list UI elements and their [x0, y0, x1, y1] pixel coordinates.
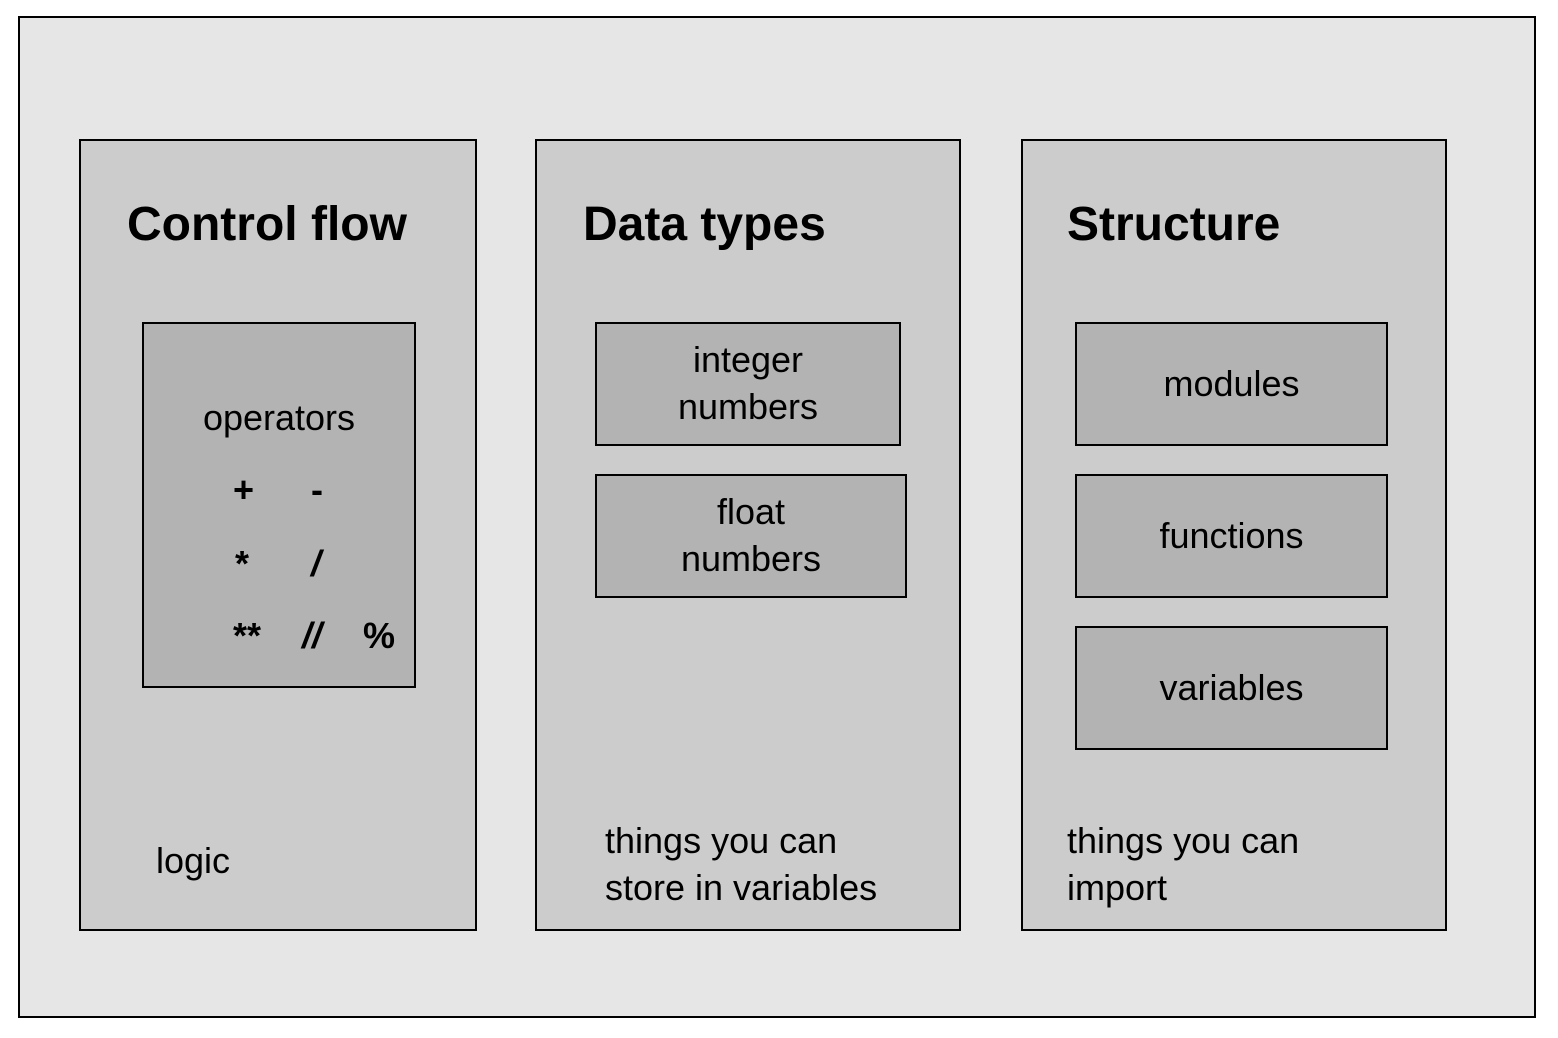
control-flow-panel: Control flow operators + - * / ** // % l…: [79, 139, 477, 931]
variables-box: variables: [1075, 626, 1388, 750]
functions-box: functions: [1075, 474, 1388, 598]
operator-minus: -: [311, 469, 323, 510]
integer-numbers-line2: numbers: [677, 386, 819, 427]
functions-label: functions: [1159, 515, 1304, 556]
control-flow-title: Control flow: [127, 198, 407, 251]
operator-multiply: *: [235, 543, 250, 584]
operator-plus: +: [233, 469, 255, 510]
modules-box: modules: [1075, 322, 1388, 446]
operator-modulo: %: [363, 615, 396, 656]
data-types-caption-line1: things you can: [605, 820, 838, 861]
float-numbers-line2: numbers: [680, 538, 822, 579]
modules-label: modules: [1163, 363, 1300, 404]
structure-panel: Structure modules functions variables th…: [1021, 139, 1447, 931]
variables-label: variables: [1159, 667, 1304, 708]
data-types-panel: Data types integer numbers float numbers…: [535, 139, 961, 931]
structure-caption-line2: import: [1067, 867, 1168, 908]
float-numbers-line1: float: [716, 491, 786, 532]
integer-numbers-box: integer numbers: [595, 322, 901, 446]
operator-divide: /: [311, 543, 322, 584]
control-flow-caption: logic: [156, 840, 231, 881]
data-types-caption-line2: store in variables: [605, 867, 878, 908]
operator-power: **: [233, 615, 262, 656]
structure-title: Structure: [1067, 198, 1281, 251]
float-numbers-box: float numbers: [595, 474, 907, 598]
diagram-canvas: Control flow operators + - * / ** // % l…: [18, 16, 1536, 1018]
operator-floor-divide: //: [302, 615, 323, 656]
structure-caption-line1: things you can: [1067, 820, 1300, 861]
operators-box: operators + - * / ** // %: [142, 322, 416, 688]
integer-numbers-line1: integer: [692, 339, 804, 380]
data-types-title: Data types: [583, 198, 826, 251]
operators-label: operators: [202, 397, 356, 438]
